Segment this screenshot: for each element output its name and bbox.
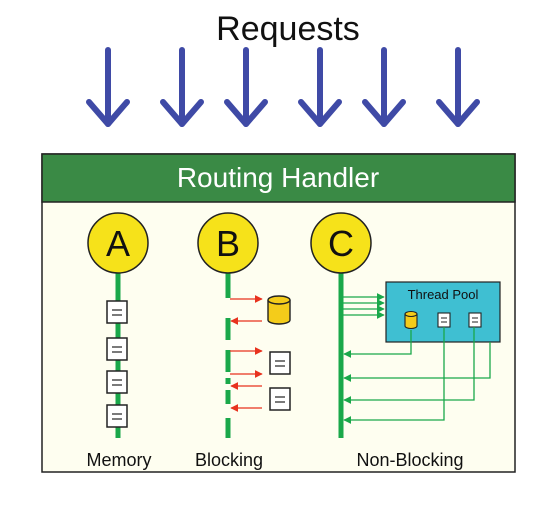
- blocking-wait-arrows: [230, 295, 263, 412]
- request-arrow-2: [160, 47, 204, 127]
- request-arrow-4: [298, 47, 342, 127]
- blocking-caption: Blocking: [195, 450, 263, 470]
- blocking-document-icon: [269, 351, 291, 375]
- dispatch-arrows: [343, 293, 385, 319]
- routing-handler-label: Routing Handler: [177, 162, 379, 193]
- request-arrow-3: [224, 47, 268, 127]
- memory-document-icon: [106, 370, 128, 394]
- blocking-document-icon: [269, 387, 291, 411]
- non-blocking-caption: Non-Blocking: [356, 450, 463, 470]
- blocking-letter: B: [216, 223, 240, 264]
- non-blocking-column: C Thread Pool Non-Bl: [310, 212, 501, 470]
- incoming-request-arrows: [86, 47, 480, 127]
- pool-document-icon: [437, 312, 451, 328]
- memory-letter: A: [106, 223, 130, 264]
- thread-pool-label: Thread Pool: [408, 287, 479, 302]
- blocking-column: B Blocking: [195, 212, 291, 470]
- memory-column: A Memory: [86, 212, 152, 470]
- database-icon: [267, 295, 291, 325]
- routing-handler-header: [41, 153, 516, 203]
- blocking-circle: [197, 212, 259, 274]
- memory-document-icon: [106, 337, 128, 361]
- memory-document-icon: [106, 404, 128, 428]
- memory-caption: Memory: [86, 450, 151, 470]
- requests-title: Requests: [216, 10, 360, 48]
- memory-document-icon: [106, 300, 128, 324]
- pool-document-icon: [468, 312, 482, 328]
- request-arrow-1: [86, 47, 130, 127]
- request-arrow-6: [436, 47, 480, 127]
- callback-arrows: [343, 327, 491, 424]
- non-blocking-letter: C: [328, 223, 354, 264]
- memory-circle: [87, 212, 149, 274]
- non-blocking-circle: [310, 212, 372, 274]
- request-arrow-5: [362, 47, 406, 127]
- thread-pool-box: [385, 281, 501, 343]
- pool-database-icon: [404, 310, 418, 330]
